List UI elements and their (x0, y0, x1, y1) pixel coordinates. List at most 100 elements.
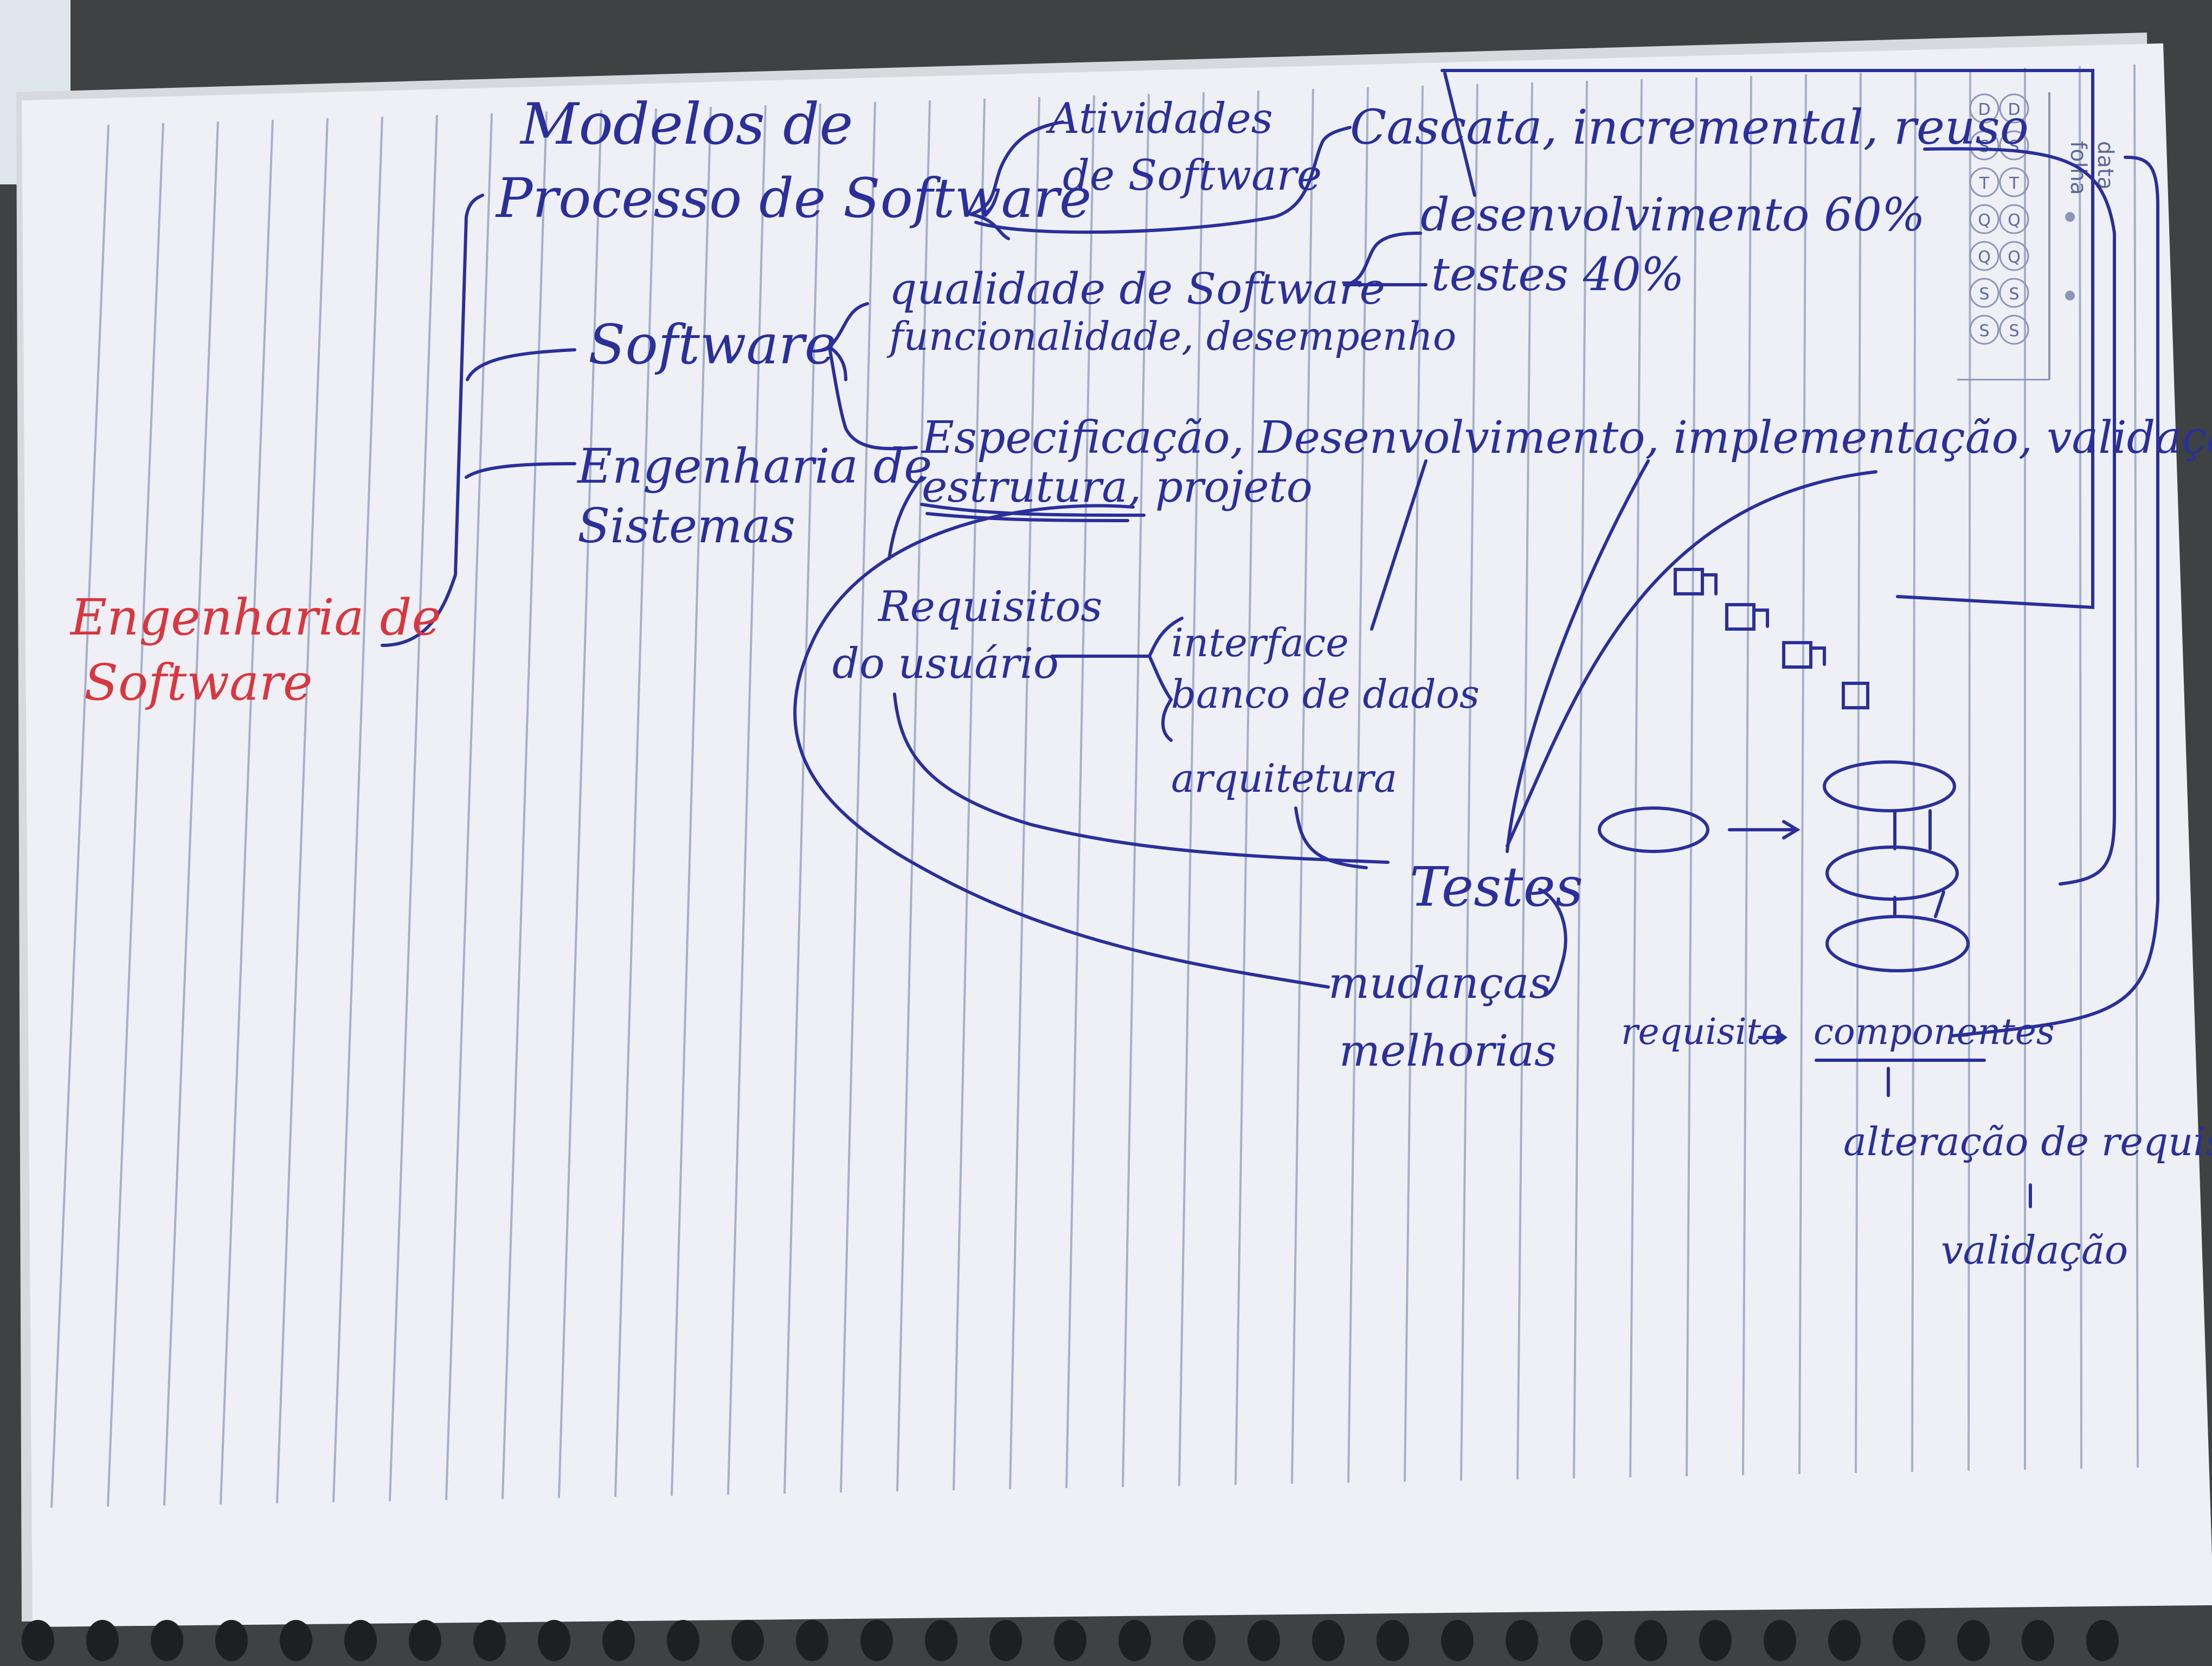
mind-map-lines (381, 69, 2159, 1208)
rule-line (1009, 97, 1040, 1490)
rule-line (2133, 64, 2139, 1468)
atividades-line2: de Software (1063, 151, 1322, 200)
spiral-ring (860, 1620, 893, 1661)
spiral-ring (796, 1620, 828, 1661)
eng-software-line1: Engenharia de (69, 588, 441, 646)
funcionalidade-text: funcionalidade, desempenho (886, 313, 1456, 359)
rule-line (1234, 90, 1259, 1485)
rule-line (783, 103, 821, 1494)
weekday-letter: S (1979, 137, 1989, 156)
rule-line (1911, 71, 1917, 1472)
rule-line (1347, 87, 1369, 1483)
weekday-circle (1999, 315, 2029, 345)
rule-line (50, 124, 110, 1508)
mudancas-text: mudanças (1328, 958, 1551, 1008)
rule-line (389, 114, 438, 1502)
spiral-ring (731, 1620, 764, 1661)
spiral-ring (1764, 1620, 1796, 1661)
weekday-letter: D (2008, 100, 2020, 119)
desenvolvimento-text: desenvolvimento 60% (1420, 188, 1925, 241)
spiral-ring (473, 1620, 506, 1661)
rule-line (1460, 84, 1478, 1481)
spiral-binding (22, 1620, 2119, 1661)
ruled-lines (50, 64, 2139, 1508)
spiral-ring (22, 1620, 54, 1661)
software-node: Software (588, 313, 837, 376)
componentes-text: componentes (1814, 1011, 2055, 1053)
atividades-line1: Atividades (1046, 94, 1273, 143)
spiral-ring (1957, 1620, 1990, 1661)
cascata-text: Cascata, incremental, reuso (1350, 99, 2029, 155)
eng-software-line2: Software (84, 653, 312, 712)
spiral-ring (2022, 1620, 2054, 1661)
rule-line (163, 121, 219, 1506)
weekday-circle (1969, 204, 1999, 234)
spiral-ring (1635, 1620, 1667, 1661)
rule-line (1178, 92, 1205, 1486)
requisitos-line2: do usuário (832, 639, 1059, 688)
rule-line (276, 118, 329, 1504)
rule-line (953, 98, 986, 1491)
rule-line (2079, 66, 2082, 1469)
rule-line (107, 123, 164, 1507)
rule-line (1291, 88, 1314, 1484)
spiral-ring (1570, 1620, 1603, 1661)
weekday-letter: T (2009, 174, 2020, 193)
rule-line (445, 113, 493, 1501)
rule-line (614, 108, 657, 1497)
spiral-ring (1506, 1620, 1538, 1661)
weekday-letter: S (1979, 322, 1989, 341)
spiral-ring (989, 1620, 1022, 1661)
spiral-ring (602, 1620, 635, 1661)
weekday-circle (1999, 93, 2029, 124)
title-line2: Processo de Software (495, 166, 1091, 230)
weekday-letter: T (1979, 174, 1990, 193)
spiral-ring (538, 1620, 570, 1661)
spiral-ring (1441, 1620, 1474, 1661)
spiral-ring (1893, 1620, 1925, 1661)
estrutura-text: estrutura, projeto (922, 462, 1313, 512)
spiral-ring (1312, 1620, 1345, 1661)
weekday-letter: Q (1978, 248, 1991, 267)
weekday-circle (1969, 241, 1999, 271)
spiral-ring (667, 1620, 699, 1661)
rule-line (1686, 77, 1697, 1477)
banco-text: banco de dados (1171, 671, 1480, 717)
rule-line (1065, 95, 1095, 1489)
rule-line (558, 110, 602, 1498)
alteracao-text: alteração de requisito (1843, 1119, 2212, 1164)
rule-line (1122, 93, 1150, 1488)
weekday-circle (1999, 241, 2029, 271)
spiral-ring (1183, 1620, 1216, 1661)
weekday-circle (1969, 130, 1999, 161)
spiral-ring (1248, 1620, 1280, 1661)
weekday-letter: S (1979, 285, 1989, 304)
rule-line (220, 119, 274, 1505)
weekday-letter: S (2009, 285, 2019, 304)
spiral-ring (1118, 1620, 1151, 1661)
weekday-circle (1999, 278, 2029, 308)
spiral-ring (86, 1620, 119, 1661)
weekday-letter: S (2009, 322, 2019, 341)
weekday-circle (1969, 93, 1999, 124)
requisito-text: requisito (1621, 1011, 1783, 1053)
eng-sistemas-line2: Sistemas (577, 498, 795, 554)
weekday-circle (1999, 130, 2029, 161)
rule-line (1855, 72, 1862, 1473)
rule-line (1967, 69, 1971, 1471)
requisitos-line1: Requisitos (877, 582, 1102, 631)
rule-line (501, 111, 548, 1500)
spiral-ring (1828, 1620, 1861, 1661)
weekday-letter: Q (1978, 211, 1991, 230)
weekday-letter: Q (2008, 211, 2021, 230)
rule-line (332, 116, 383, 1503)
rule-line (1573, 80, 1588, 1479)
spiral-ring (215, 1620, 248, 1661)
spiral-ring (151, 1620, 183, 1661)
title-line1: Modelos de (519, 91, 853, 157)
spiral-ring (1699, 1620, 1732, 1661)
spiral-ring (409, 1620, 441, 1661)
rule-line (840, 101, 876, 1493)
fases-text: Especificação, Desenvolvimento, implemen… (921, 412, 2212, 464)
rule-line (671, 106, 712, 1496)
